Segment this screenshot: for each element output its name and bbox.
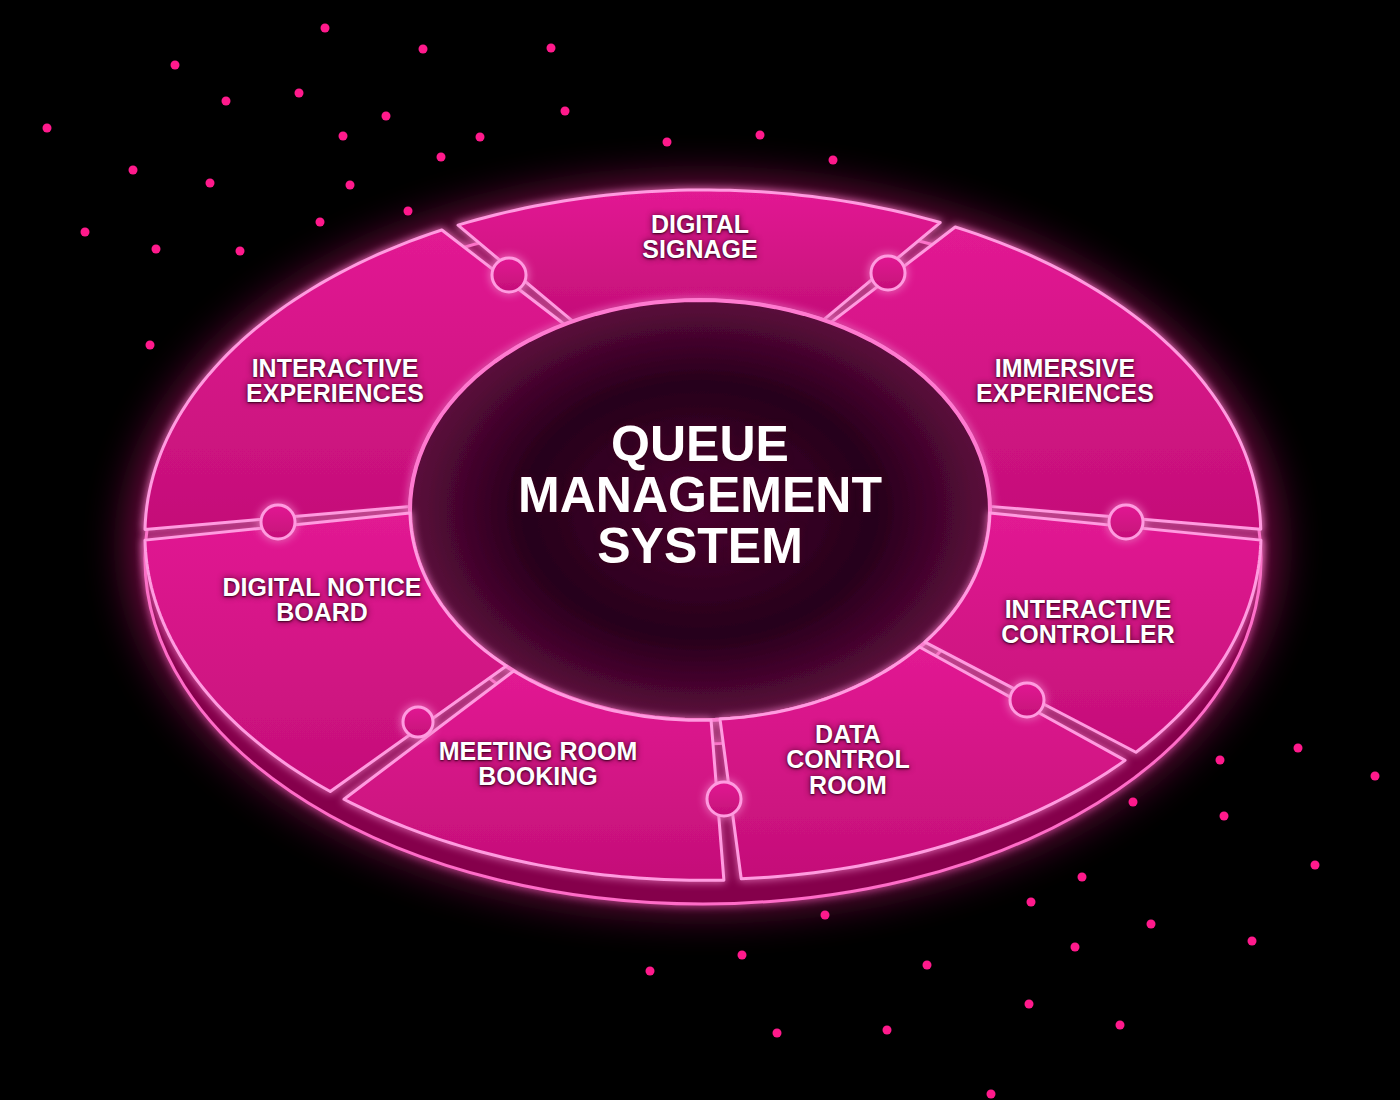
decor-dot: [339, 132, 348, 141]
decor-dot: [206, 179, 215, 188]
decor-dot: [663, 138, 672, 147]
decor-dot: [419, 45, 428, 54]
decor-dot: [561, 107, 570, 116]
decor-dot: [43, 124, 52, 133]
decor-dot: [129, 166, 138, 175]
decor-dot: [295, 89, 304, 98]
puzzle-knob: [403, 707, 433, 737]
segment-label-box: IMMERSIVE EXPERIENCES: [950, 355, 1180, 406]
decor-dot: [547, 44, 556, 53]
segment-label-box: QUEUE MANAGEMENT SYSTEM: [480, 419, 920, 572]
segment-label-box: INTERACTIVE EXPERIENCES: [220, 355, 450, 406]
decor-dot: [236, 247, 245, 256]
segment-label: INTERACTIVE CONTROLLER: [973, 596, 1203, 647]
decor-dot: [1025, 1000, 1034, 1009]
decor-dot: [404, 207, 413, 216]
puzzle-knob: [707, 782, 741, 816]
decor-dot: [738, 951, 747, 960]
decor-dot: [1071, 943, 1080, 952]
decor-dot: [1294, 744, 1303, 753]
decor-dot: [152, 245, 161, 254]
segment-label: IMMERSIVE EXPERIENCES: [950, 355, 1180, 406]
segment-label: MEETING ROOM BOOKING: [418, 738, 658, 789]
decor-dot: [222, 97, 231, 106]
segment-label-box: DIGITAL SIGNAGE: [615, 211, 785, 262]
segment-label-box: MEETING ROOM BOOKING: [418, 738, 658, 789]
decor-dot: [321, 24, 330, 33]
segment-shape: [344, 671, 724, 880]
decor-dot: [81, 228, 90, 237]
puzzle-knob: [871, 256, 905, 290]
puzzle-knob: [1109, 505, 1143, 539]
decor-dot: [883, 1026, 892, 1035]
decor-dot: [1371, 772, 1380, 781]
decor-dot: [1248, 937, 1257, 946]
decor-dot: [171, 61, 180, 70]
decor-dot: [756, 131, 765, 140]
decor-dot: [1216, 756, 1225, 765]
segment-label-box: DIGITAL NOTICE BOARD: [207, 574, 437, 625]
decor-dot: [1311, 861, 1320, 870]
decor-dot: [346, 181, 355, 190]
segment-shape: [720, 647, 1125, 879]
puzzle-knob: [261, 505, 295, 539]
decor-dot: [1078, 873, 1087, 882]
decor-dot: [316, 218, 325, 227]
puzzle-segment: DATA CONTROL ROOM: [706, 633, 1139, 893]
decor-dot: [923, 961, 932, 970]
decor-dot: [987, 1090, 996, 1099]
hub-shape: [410, 300, 990, 720]
segment-label: DATA CONTROL ROOM: [773, 722, 923, 799]
decor-dot: [821, 911, 830, 920]
hub-title: QUEUE MANAGEMENT SYSTEM: [480, 419, 920, 572]
decor-dot: [1027, 898, 1036, 907]
segment-label: INTERACTIVE EXPERIENCES: [220, 355, 450, 406]
ring-base: [145, 214, 1261, 904]
decor-dots: [43, 24, 1380, 1099]
decor-dot: [476, 133, 485, 142]
decor-dot: [1147, 920, 1156, 929]
segment-label: DIGITAL SIGNAGE: [615, 211, 785, 262]
puzzle-knob: [1010, 683, 1044, 717]
decor-dot: [1129, 798, 1138, 807]
decor-dot: [146, 341, 155, 350]
segment-label-box: INTERACTIVE CONTROLLER: [973, 596, 1203, 647]
decor-dot: [773, 1029, 782, 1038]
puzzle-knob: [492, 258, 526, 292]
puzzle-segment: MEETING ROOM BOOKING: [330, 657, 738, 894]
decor-dot: [646, 967, 655, 976]
decor-dot: [382, 112, 391, 121]
decor-dot: [437, 153, 446, 162]
decor-dot: [829, 156, 838, 165]
decor-dot: [1220, 812, 1229, 821]
segment-label-box: DATA CONTROL ROOM: [773, 722, 923, 799]
decor-dot: [1116, 1021, 1125, 1030]
segment-outline: [706, 633, 1139, 893]
segment-label: DIGITAL NOTICE BOARD: [207, 574, 437, 625]
outer-glow: [128, 180, 1278, 910]
